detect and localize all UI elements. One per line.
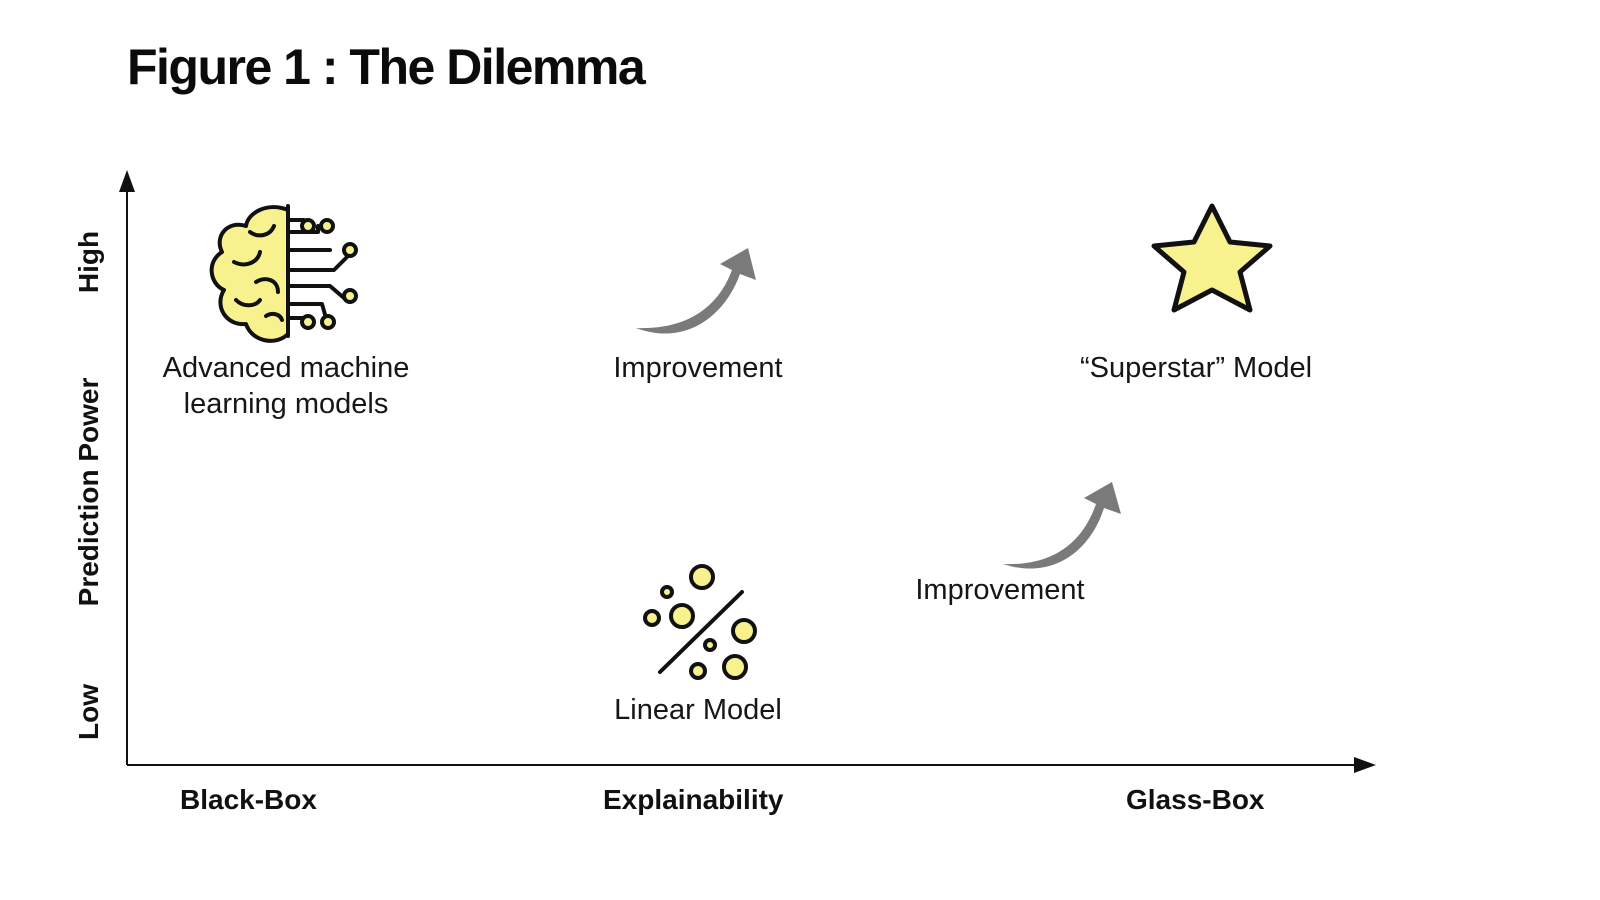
y-axis-high-label: High <box>73 230 104 294</box>
x-axis <box>127 757 1376 773</box>
page-title: Figure 1 : The Dilemma <box>127 39 646 95</box>
y-axis <box>119 170 135 765</box>
star-icon <box>1151 203 1273 313</box>
superstar-model-label: “Superstar” Model <box>1079 352 1313 384</box>
x-axis-title: Explainability <box>603 784 784 815</box>
advanced-models-label-line1: Advanced machine <box>162 352 410 384</box>
y-axis-title: Prediction Power <box>73 377 104 607</box>
percent-dots-icon <box>643 564 757 680</box>
y-axis-low-label: Low <box>73 684 104 740</box>
curved-arrow-icon-bottom <box>1003 482 1121 569</box>
advanced-models-label-line2: learning models <box>183 388 389 420</box>
curved-arrow-icon-top <box>636 248 756 334</box>
brain-circuit-icon <box>209 204 358 343</box>
x-axis-right-label: Glass-Box <box>1126 784 1265 815</box>
improvement-label-top: Improvement <box>613 352 783 384</box>
improvement-label-bottom: Improvement <box>915 574 1085 606</box>
x-axis-left-label: Black-Box <box>180 784 317 815</box>
linear-model-label: Linear Model <box>614 694 782 726</box>
